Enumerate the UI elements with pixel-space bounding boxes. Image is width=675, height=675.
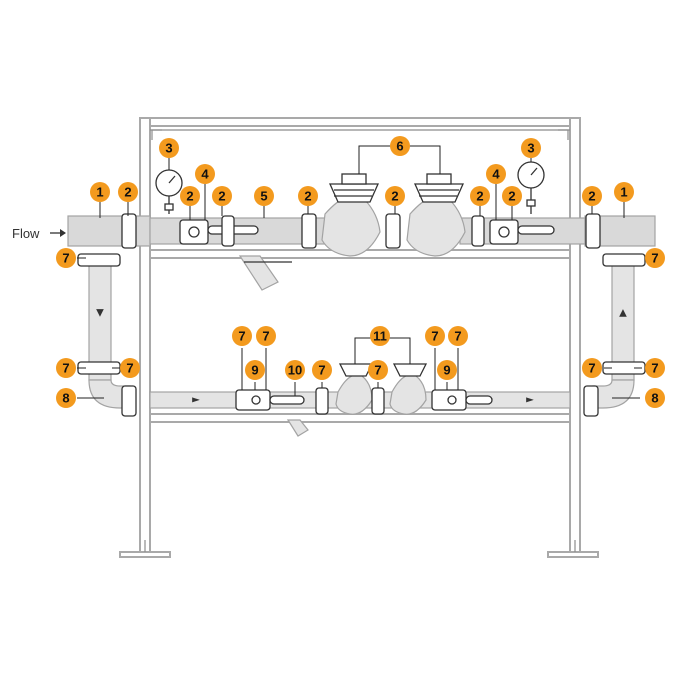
svg-text:7: 7 xyxy=(651,361,658,376)
lower-check-valve-left xyxy=(335,363,374,415)
svg-text:7: 7 xyxy=(126,361,133,376)
right-riser xyxy=(592,253,646,409)
callout-2-b: 2 xyxy=(180,186,200,206)
svg-text:7: 7 xyxy=(262,329,269,344)
callout-7-c: 7 xyxy=(56,358,76,378)
lower-couplings xyxy=(121,385,599,417)
svg-text:9: 9 xyxy=(251,363,258,378)
callout-11: 11 xyxy=(370,326,390,346)
svg-text:5: 5 xyxy=(260,189,267,204)
svg-text:10: 10 xyxy=(288,363,302,378)
svg-text:2: 2 xyxy=(186,189,193,204)
svg-text:11: 11 xyxy=(373,329,387,344)
flow-right-arrow-1: ► xyxy=(192,395,200,406)
svg-text:2: 2 xyxy=(508,189,515,204)
flow-down-arrow: ▼ xyxy=(96,308,104,319)
callout-7-l: 7 xyxy=(448,326,468,346)
svg-text:7: 7 xyxy=(588,361,595,376)
upper-couplings xyxy=(121,213,601,249)
left-riser xyxy=(77,253,131,409)
svg-text:3: 3 xyxy=(165,141,172,156)
svg-text:9: 9 xyxy=(443,363,450,378)
callout-2-c: 2 xyxy=(212,186,232,206)
leader-lines xyxy=(77,145,653,399)
svg-text:2: 2 xyxy=(218,189,225,204)
svg-text:2: 2 xyxy=(304,189,311,204)
callout-2-d: 2 xyxy=(298,186,318,206)
lower-gate-valve-left xyxy=(235,389,305,411)
flow-label: Flow xyxy=(12,226,40,241)
callout-3-left: 3 xyxy=(159,138,179,158)
lower-check-valve-right xyxy=(389,363,428,415)
callout-4-right: 4 xyxy=(486,164,506,184)
svg-text:7: 7 xyxy=(318,363,325,378)
callout-4-left: 4 xyxy=(195,164,215,184)
callout-10: 10 xyxy=(285,360,305,380)
svg-text:4: 4 xyxy=(201,167,209,182)
callout-7-e: 7 xyxy=(582,358,602,378)
callout-7-d: 7 xyxy=(120,358,140,378)
svg-text:6: 6 xyxy=(396,139,403,154)
callout-1-left: 1 xyxy=(90,182,110,202)
svg-text:8: 8 xyxy=(62,391,69,406)
svg-text:1: 1 xyxy=(96,185,103,200)
svg-text:7: 7 xyxy=(651,251,658,266)
callout-2-a: 2 xyxy=(118,182,138,202)
callout-7-j: 7 xyxy=(368,360,388,380)
callout-7-b: 7 xyxy=(645,248,665,268)
callout-8-left: 8 xyxy=(56,388,76,408)
callout-7-i: 7 xyxy=(312,360,332,380)
flow-up-arrow: ▲ xyxy=(619,308,627,319)
callout-7-h: 7 xyxy=(256,326,276,346)
callout-2-f: 2 xyxy=(470,186,490,206)
callout-7-g: 7 xyxy=(232,326,252,346)
svg-text:2: 2 xyxy=(124,185,131,200)
svg-text:7: 7 xyxy=(454,329,461,344)
callout-9-right: 9 xyxy=(437,360,457,380)
svg-text:4: 4 xyxy=(492,167,500,182)
callout-2-h: 2 xyxy=(582,186,602,206)
callout-8-right: 8 xyxy=(645,388,665,408)
svg-text:7: 7 xyxy=(62,361,69,376)
callout-2-g: 2 xyxy=(502,186,522,206)
svg-text:2: 2 xyxy=(588,189,595,204)
svg-text:7: 7 xyxy=(238,329,245,344)
svg-text:1: 1 xyxy=(620,185,627,200)
pressure-gauge-left xyxy=(155,169,183,214)
upper-gate-valve-right xyxy=(489,219,555,245)
flow-right-arrow-2: ► xyxy=(526,395,534,406)
svg-text:3: 3 xyxy=(527,141,534,156)
callout-6: 6 xyxy=(390,136,410,156)
svg-text:8: 8 xyxy=(651,391,658,406)
svg-text:7: 7 xyxy=(431,329,438,344)
callout-7-a: 7 xyxy=(56,248,76,268)
svg-text:2: 2 xyxy=(476,189,483,204)
svg-text:2: 2 xyxy=(391,189,398,204)
pressure-gauge-right xyxy=(517,161,545,214)
callout-2-e: 2 xyxy=(385,186,405,206)
callout-3-right: 3 xyxy=(521,138,541,158)
callout-7-k: 7 xyxy=(425,326,445,346)
svg-text:7: 7 xyxy=(374,363,381,378)
callout-5: 5 xyxy=(254,186,274,206)
check-valve-right xyxy=(406,173,466,257)
callout-9-left: 9 xyxy=(245,360,265,380)
callout-7-f: 7 xyxy=(645,358,665,378)
callout-1-right: 1 xyxy=(614,182,634,202)
lower-gate-valve-right xyxy=(431,389,493,411)
check-valve-left xyxy=(321,173,381,257)
svg-text:7: 7 xyxy=(62,251,69,266)
